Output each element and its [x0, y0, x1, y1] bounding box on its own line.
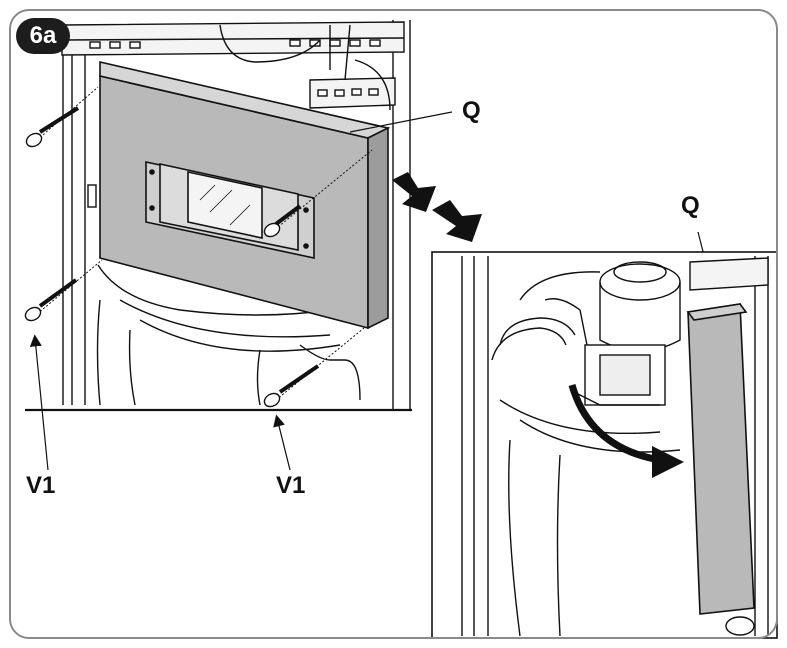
label-v1-right: V1 [276, 472, 306, 499]
detail-panel-q [686, 303, 755, 615]
label-q-main: Q [462, 97, 481, 124]
main-view [25, 20, 412, 412]
leader-q-main [349, 111, 453, 133]
screw-bottom-right [263, 327, 365, 408]
leader-v1-right [273, 414, 291, 471]
figure-badge: 6a [16, 18, 70, 54]
screw-top-left [25, 86, 99, 148]
label-v1-left: V1 [26, 472, 56, 499]
screw-bottom-left [24, 259, 103, 322]
screw-window [263, 149, 373, 238]
direction-arrow [392, 172, 482, 242]
label-q-detail: Q [681, 192, 700, 219]
rotation-arrow [568, 384, 684, 478]
bracket-slots [317, 88, 379, 97]
leader-v1-left [29, 334, 49, 471]
figure-frame [9, 9, 778, 639]
